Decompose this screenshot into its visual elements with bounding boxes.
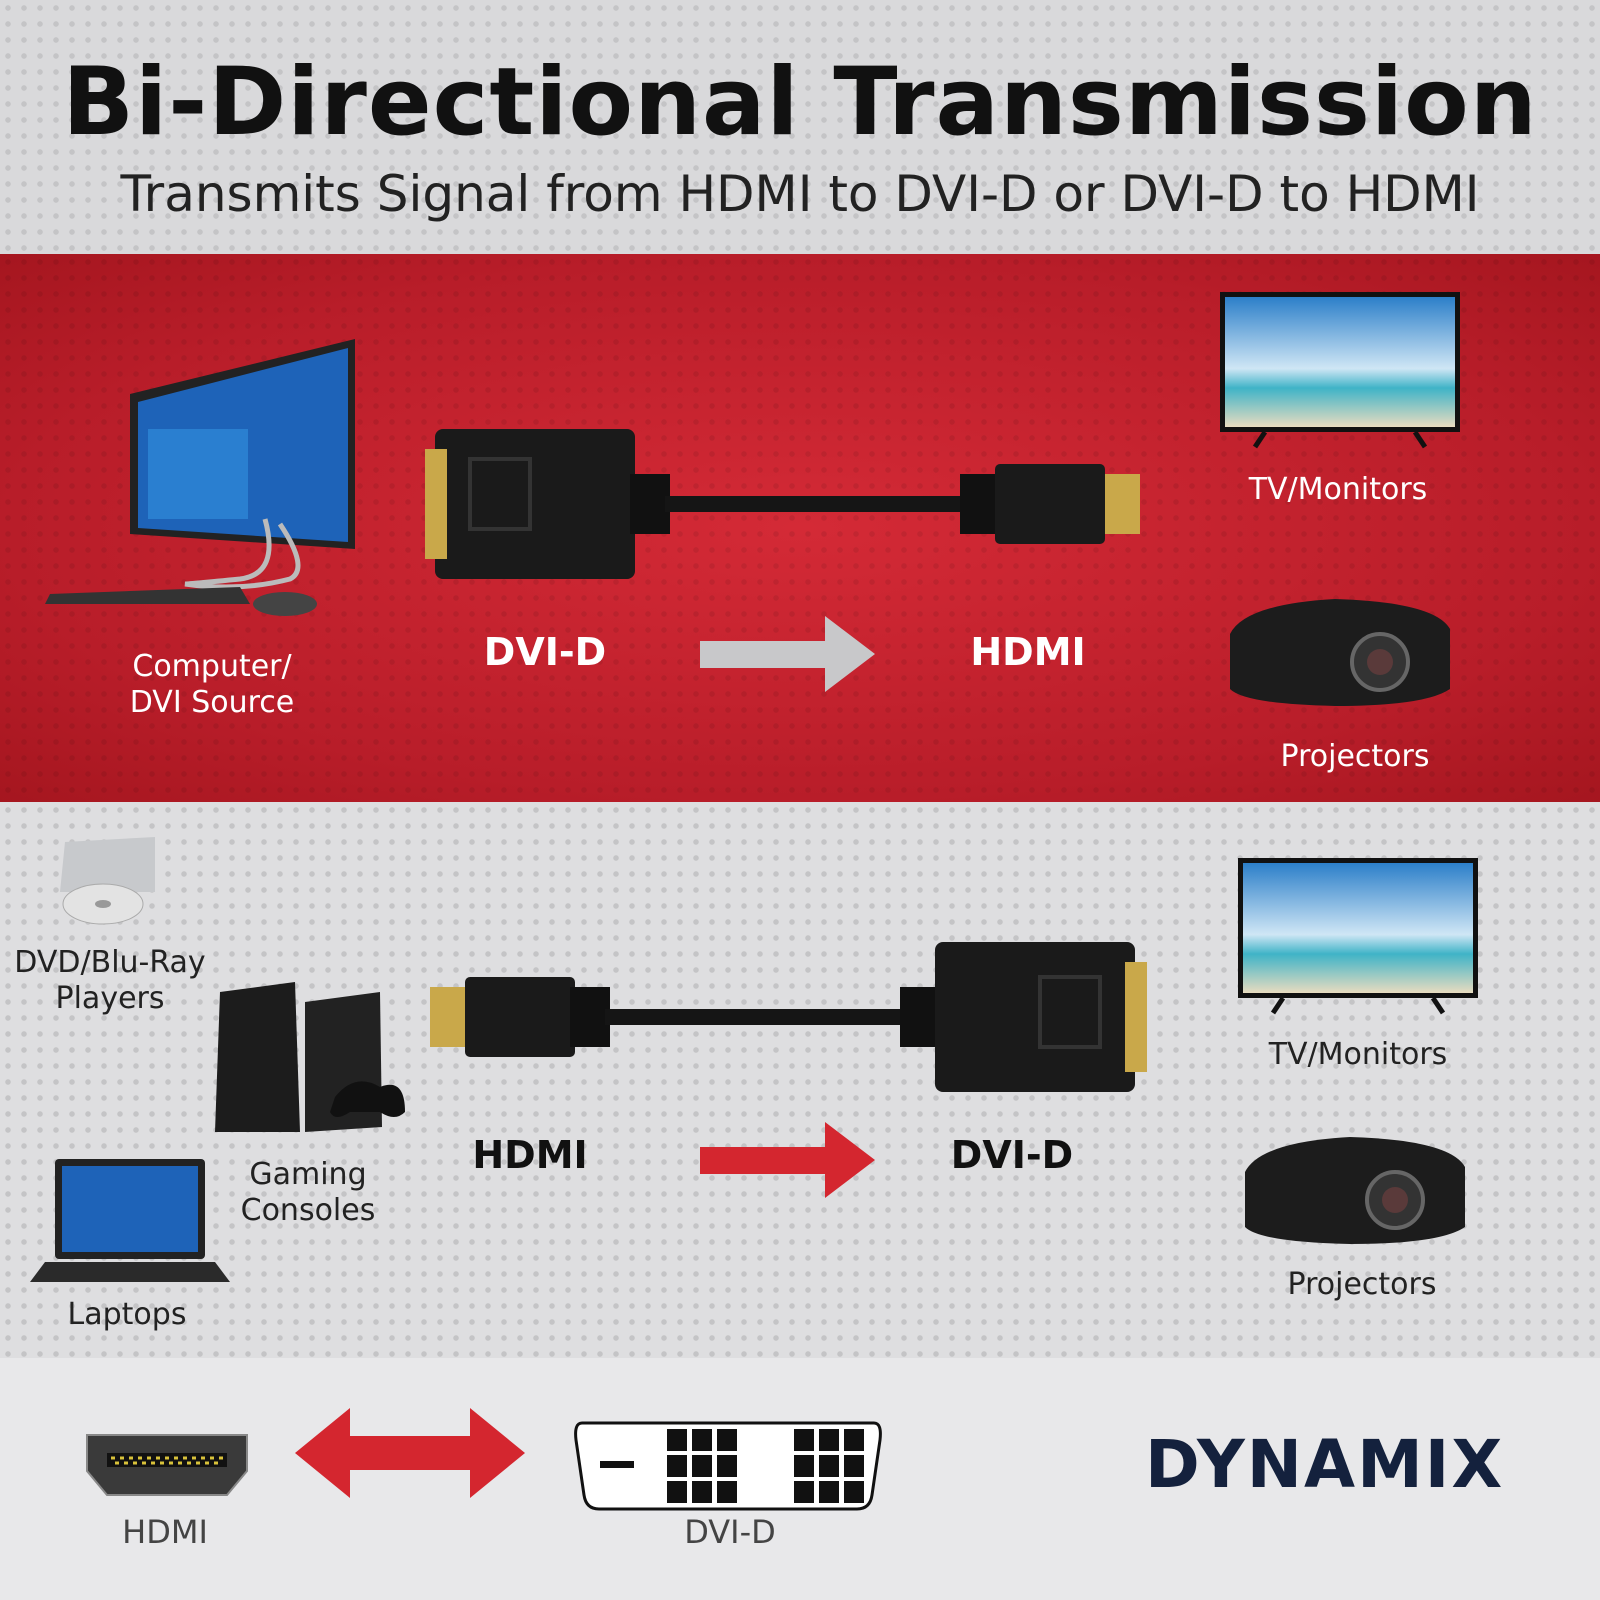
header-section: Bi-Directional Transmission Transmits Si… bbox=[0, 0, 1600, 254]
hdmi-port-label: HDMI bbox=[122, 1513, 208, 1551]
display-label: TV/Monitors bbox=[1268, 1037, 1448, 1072]
hdmi-to-dvi-cable-icon bbox=[430, 942, 1147, 1092]
right-arrow-icon bbox=[700, 616, 875, 692]
tv-icon bbox=[1220, 292, 1460, 449]
projector-icon bbox=[1245, 1137, 1465, 1244]
to-connector-label: HDMI bbox=[970, 630, 1086, 674]
to-connector-label: DVI-D bbox=[950, 1133, 1074, 1177]
projector-label: Projectors bbox=[1280, 739, 1430, 774]
laptop-icon bbox=[30, 1159, 230, 1282]
projector-label: Projectors bbox=[1287, 1267, 1437, 1302]
hdmi-port-icon bbox=[86, 1434, 248, 1496]
bidirectional-arrow-icon bbox=[295, 1408, 525, 1498]
footer: HDMI DVI-D DYNAMIX bbox=[0, 1358, 1600, 1600]
disc-player-icon bbox=[60, 837, 155, 925]
page-subtitle: Transmits Signal from HDMI to DVI-D or D… bbox=[120, 165, 1480, 223]
display-label: TV/Monitors bbox=[1248, 472, 1428, 507]
from-connector-label: HDMI bbox=[472, 1133, 588, 1177]
laptop-label: Laptops bbox=[67, 1297, 187, 1332]
right-arrow-icon bbox=[700, 1122, 875, 1198]
computer-icon bbox=[45, 339, 355, 616]
dvi-port-label: DVI-D bbox=[684, 1513, 776, 1551]
page-title: Bi-Directional Transmission bbox=[62, 48, 1538, 157]
dvi-to-hdmi-cable-icon bbox=[425, 429, 1140, 579]
from-connector-label: DVI-D bbox=[483, 630, 607, 674]
source-label: Computer/DVI Source bbox=[129, 649, 295, 720]
dvi-to-hdmi-panel: Computer/DVI Source DVI-D HDMI TV/Monito… bbox=[0, 254, 1600, 802]
dvi-port-icon bbox=[574, 1421, 882, 1511]
gaming-console-icon bbox=[215, 982, 405, 1132]
dynamix-logo: DYNAMIX bbox=[1145, 1426, 1505, 1503]
projector-icon bbox=[1230, 599, 1450, 706]
tv-icon bbox=[1238, 858, 1478, 1015]
